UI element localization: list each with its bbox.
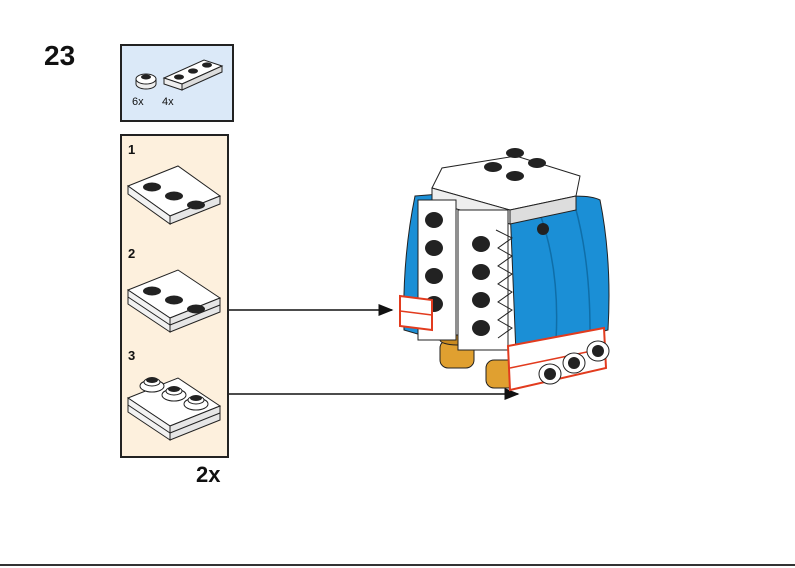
page-bottom-rule (0, 564, 795, 566)
new-plate-upper (400, 296, 432, 330)
